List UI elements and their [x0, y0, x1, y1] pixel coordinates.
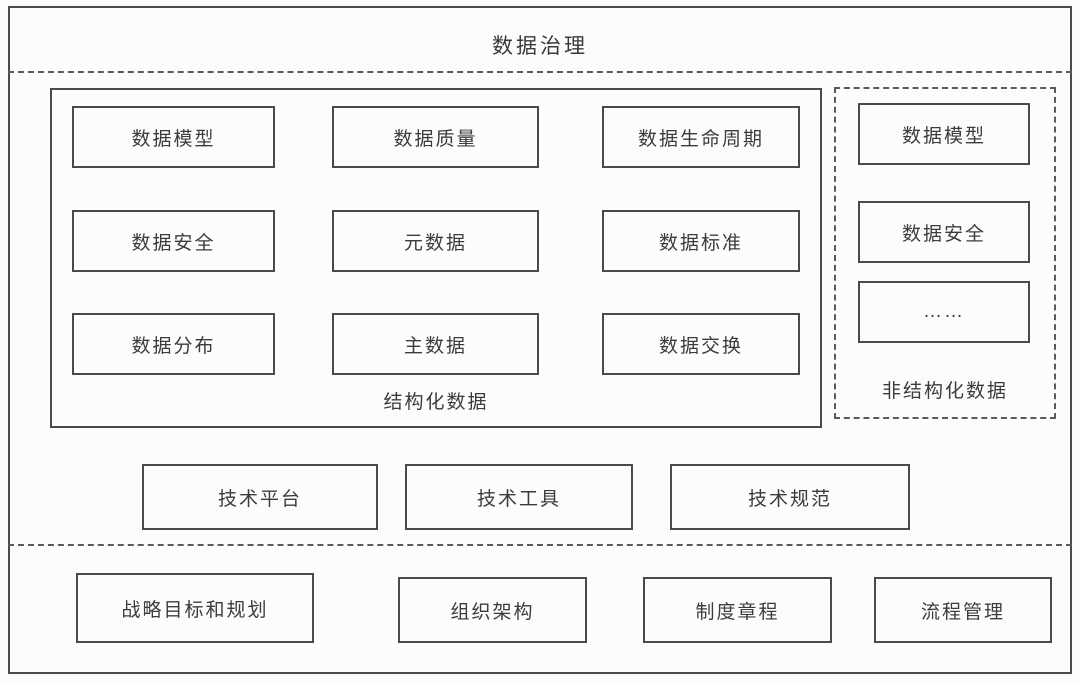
box-unstructured-ellipsis: ……: [858, 281, 1030, 343]
box-strategy-planning: 战略目标和规划: [76, 573, 314, 643]
box-data-lifecycle: 数据生命周期: [602, 106, 800, 168]
box-data-model: 数据模型: [72, 106, 275, 168]
box-data-exchange: 数据交换: [602, 313, 800, 375]
box-process-management: 流程管理: [874, 577, 1052, 643]
box-data-standard: 数据标准: [602, 210, 800, 272]
box-unstructured-data-security: 数据安全: [858, 201, 1030, 263]
box-tech-standards: 技术规范: [670, 464, 910, 530]
structured-data-section: 数据模型 数据质量 数据生命周期 数据安全 元数据 数据标准 数据分布 主数据 …: [50, 88, 822, 428]
box-data-distribution: 数据分布: [72, 313, 275, 375]
data-governance-diagram: 数据治理 数据模型 数据质量 数据生命周期 数据安全 元数据 数据标准 数据分布…: [8, 6, 1072, 674]
divider-bottom-dashed: [8, 544, 1072, 546]
divider-top-dashed: [8, 71, 1072, 73]
box-tech-platform: 技术平台: [142, 464, 378, 530]
box-rules-charter: 制度章程: [643, 577, 832, 643]
structured-data-label: 结构化数据: [383, 392, 489, 413]
box-tech-tools: 技术工具: [405, 464, 633, 530]
box-org-structure: 组织架构: [398, 577, 587, 643]
box-master-data: 主数据: [332, 313, 539, 375]
diagram-title: 数据治理: [492, 35, 588, 58]
box-unstructured-data-model: 数据模型: [858, 103, 1030, 165]
box-data-quality: 数据质量: [332, 106, 539, 168]
unstructured-data-label: 非结构化数据: [881, 381, 1008, 402]
box-data-security: 数据安全: [72, 210, 275, 272]
unstructured-data-section: 数据模型 数据安全 …… 非结构化数据: [834, 87, 1056, 419]
box-metadata: 元数据: [332, 210, 539, 272]
